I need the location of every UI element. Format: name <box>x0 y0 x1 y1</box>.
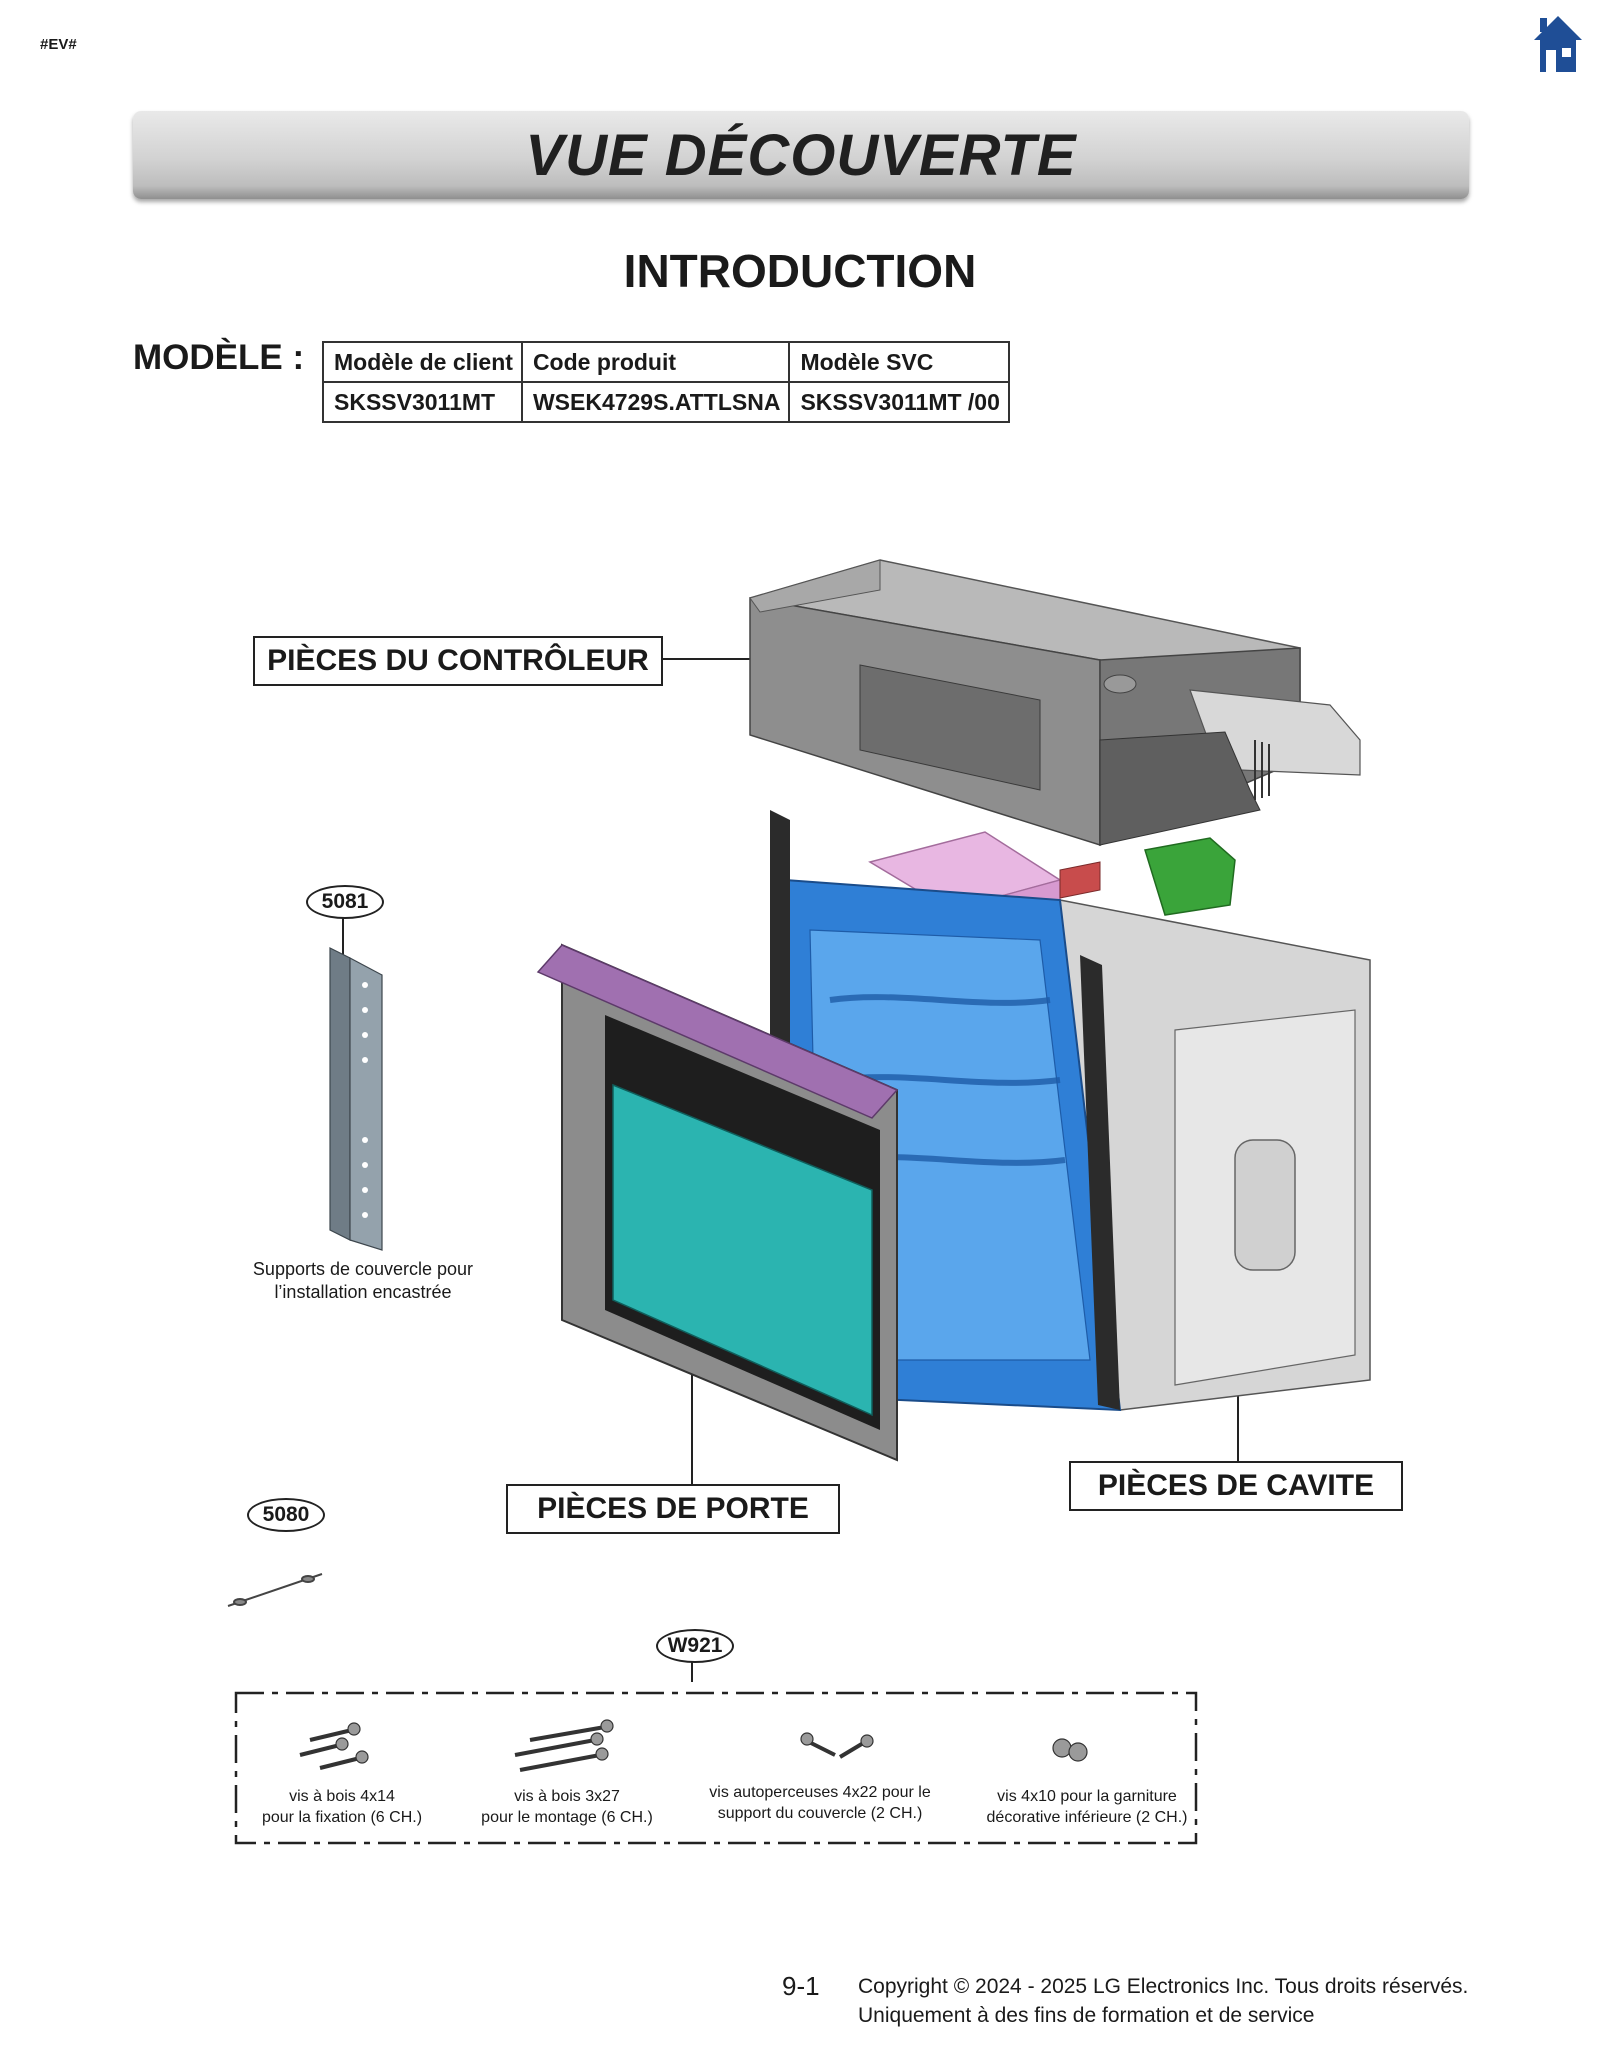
screw-caption: vis à bois 3x27 pour le montage (6 CH.) <box>457 1786 677 1828</box>
screw-caption-line1: vis à bois 3x27 <box>514 1788 620 1805</box>
copyright-line2: Uniquement à des fins de formation et de… <box>858 2004 1315 2027</box>
screw-caption: vis 4x10 pour la garniture décorative in… <box>952 1786 1222 1828</box>
table-header-row: Modèle de client Code produit Modèle SVC <box>322 341 1010 383</box>
bracket-caption-line1: Supports de couvercle pour <box>252 1259 474 1279</box>
section-title: INTRODUCTION <box>623 245 977 297</box>
value-cell: WSEK4729S.ATTLSNA <box>520 381 791 423</box>
screw-caption-line1: vis autoperceuses 4x22 pour le <box>709 1784 931 1801</box>
screw-group-self-drilling-4x22 <box>800 1732 874 1759</box>
copyright-line1: Copyright © 2024 - 2025 LG Electronics I… <box>858 1975 1469 1998</box>
label-door-parts: PIÈCES DE PORTE <box>506 1484 840 1534</box>
screw-caption: vis à bois 4x14 pour la fixation (6 CH.) <box>232 1786 452 1828</box>
page-number: 9-1 <box>782 1971 820 2001</box>
home-icon[interactable] <box>1532 14 1584 76</box>
header-cell: Modèle de client <box>322 341 523 383</box>
screw-caption-line1: vis 4x10 pour la garniture <box>997 1788 1177 1805</box>
document-tag: #EV# <box>40 36 77 53</box>
label-controller-parts: PIÈCES DU CONTRÔLEUR <box>253 636 663 686</box>
value-cell: SKSSV3011MT /00 <box>788 381 1010 423</box>
control-unit <box>749 559 1361 847</box>
label-cavity-parts: PIÈCES DE CAVITE <box>1069 1461 1403 1511</box>
callout-5081: 5081 <box>306 885 384 919</box>
screw-group-wood-3x27 <box>514 1719 614 1772</box>
screw-group-4x10 <box>1052 1738 1088 1762</box>
wire-5080 <box>227 1573 323 1607</box>
value-cell: SKSSV3011MT <box>322 381 523 423</box>
header-cell: Code produit <box>520 341 791 383</box>
screw-kit-box <box>234 1691 1198 1845</box>
screw-caption-line2: pour le montage (6 CH.) <box>481 1809 653 1826</box>
oven-door <box>536 943 899 1462</box>
screw-caption: vis autoperceuses 4x22 pour le support d… <box>685 1782 955 1824</box>
cover-bracket-5081 <box>329 947 383 1251</box>
screw-caption-line2: support du couvercle (2 CH.) <box>717 1805 923 1822</box>
title-banner: VUE DÉCOUVERTE <box>133 111 1469 199</box>
screw-caption-line2: décorative inférieure (2 CH.) <box>986 1809 1188 1826</box>
banner-title: VUE DÉCOUVERTE <box>525 122 1077 188</box>
copyright-notice: Copyright © 2024 - 2025 LG Electronics I… <box>858 1972 1468 2030</box>
bracket-caption: Supports de couvercle pour l’installatio… <box>222 1258 504 1304</box>
model-label: MODÈLE : <box>133 338 305 377</box>
callout-5080: 5080 <box>247 1498 325 1532</box>
screw-caption-line2: pour la fixation (6 CH.) <box>261 1809 423 1826</box>
header-cell: Modèle SVC <box>788 341 1010 383</box>
bracket-caption-line2: l’installation encastrée <box>274 1282 452 1302</box>
callout-w921: W921 <box>656 1629 734 1663</box>
model-table: Modèle de client Code produit Modèle SVC… <box>322 341 1010 423</box>
screw-group-wood-4x14 <box>299 1722 369 1770</box>
screw-caption-line1: vis à bois 4x14 <box>289 1788 395 1805</box>
table-row: SKSSV3011MT WSEK4729S.ATTLSNA SKSSV3011M… <box>322 381 1010 423</box>
